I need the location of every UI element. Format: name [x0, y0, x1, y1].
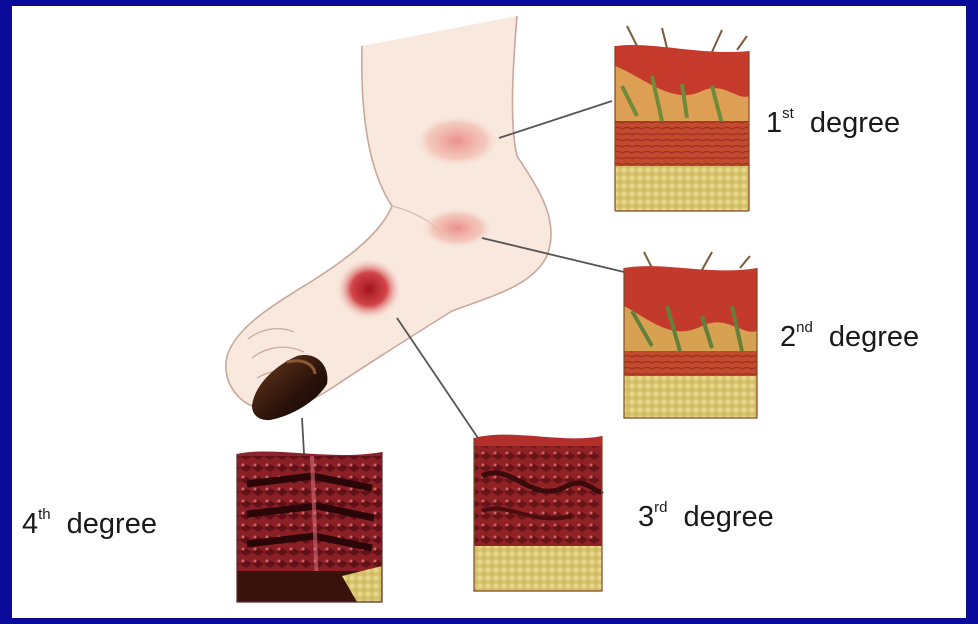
- connector-3rd: [397, 318, 480, 441]
- label-2nd-number: 2: [780, 321, 796, 353]
- label-3rd-word: degree: [683, 501, 773, 533]
- label-3rd-number: 3: [638, 501, 654, 533]
- skin-block-4th: [237, 452, 382, 602]
- foot-illustration: [226, 16, 551, 409]
- label-4th-word: degree: [67, 508, 157, 540]
- label-2nd-word: degree: [829, 321, 919, 353]
- label-1st-word: degree: [810, 107, 900, 139]
- label-1st-number: 1: [766, 107, 782, 139]
- label-1st-suffix: st: [782, 105, 794, 122]
- label-4th-number: 4: [22, 508, 38, 540]
- label-3rd-suffix: rd: [654, 499, 667, 516]
- skin-block-1st: [615, 26, 749, 211]
- skin-block-3rd: [474, 435, 602, 591]
- burn-spot-3rd: [337, 259, 401, 319]
- burn-spot-2nd: [421, 208, 493, 248]
- label-4th-suffix: th: [38, 506, 51, 523]
- skin-block-2nd: [624, 252, 757, 418]
- label-2nd-suffix: nd: [796, 319, 813, 336]
- connector-1st: [499, 101, 612, 138]
- burn-spot-1st: [415, 115, 499, 167]
- connector-4th: [302, 418, 304, 454]
